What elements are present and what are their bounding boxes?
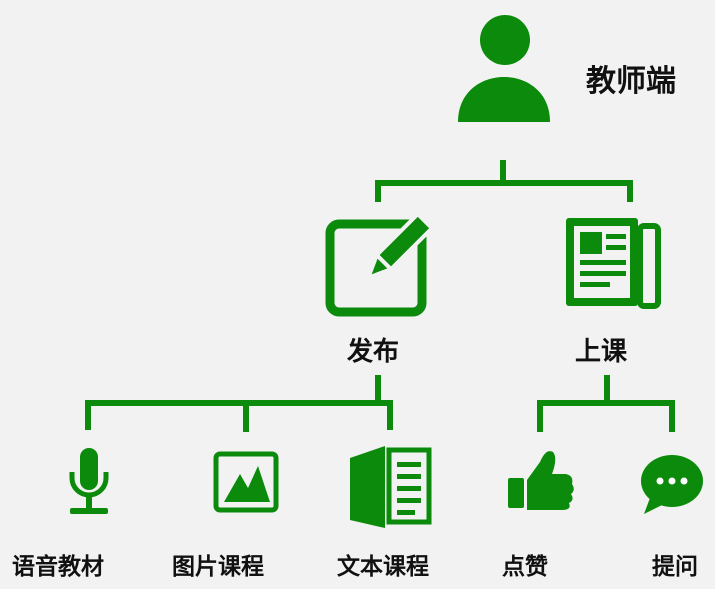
connectors xyxy=(85,160,675,432)
branch-label-class: 上课 xyxy=(575,337,628,367)
root-label: 教师端 xyxy=(586,64,676,99)
leaf-label-question: 提问 xyxy=(652,554,698,580)
leaf-label-text-course: 文本课程 xyxy=(337,554,429,580)
connector-publish-leaves xyxy=(85,375,393,432)
document-icon xyxy=(350,446,432,528)
image-icon xyxy=(213,451,279,513)
leaf-label-image-course: 图片课程 xyxy=(172,554,264,580)
teacher-user-icon xyxy=(458,15,550,122)
connector-root-branches xyxy=(375,160,633,202)
newspaper-icon xyxy=(566,218,661,309)
leaf-label-audio-material: 语音教材 xyxy=(12,554,104,580)
branch-label-publish: 发布 xyxy=(347,337,400,367)
leaf-label-like: 点赞 xyxy=(502,554,548,580)
connector-class-leaves xyxy=(537,375,675,432)
chat-bubble-icon xyxy=(641,455,703,514)
edit-pencil-icon xyxy=(325,211,435,317)
microphone-icon xyxy=(69,448,109,514)
thumbs-up-icon xyxy=(508,451,574,510)
